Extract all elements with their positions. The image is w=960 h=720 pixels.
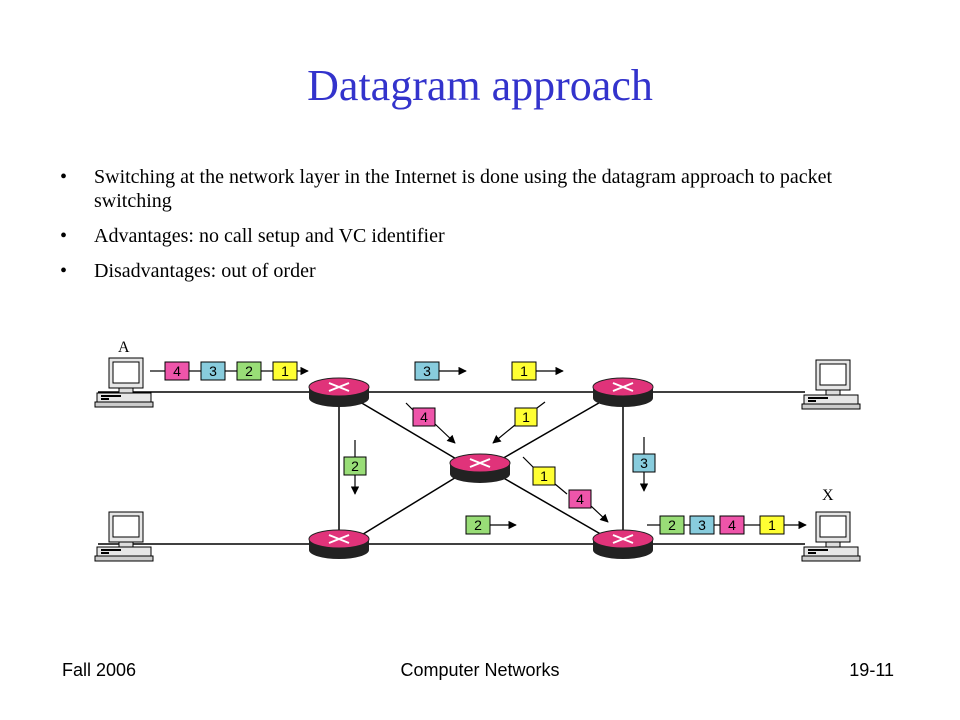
packet-number: 3 bbox=[640, 455, 648, 471]
packet: 1 bbox=[514, 407, 538, 427]
bullet-list: • Switching at the network layer in the I… bbox=[60, 165, 900, 294]
bullet-text: Disadvantages: out of order bbox=[94, 260, 316, 282]
packet: 2 bbox=[343, 456, 367, 476]
packet: 4 bbox=[164, 361, 190, 381]
packet: 3 bbox=[200, 361, 226, 381]
bullet-item: • Advantages: no call setup and VC identi… bbox=[60, 224, 900, 248]
router bbox=[592, 377, 654, 407]
computer-icon bbox=[94, 357, 154, 408]
bullet-text: Switching at the network layer in the In… bbox=[94, 166, 833, 212]
bullet-item: • Switching at the network layer in the I… bbox=[60, 165, 900, 213]
station-a-label: A bbox=[118, 339, 130, 356]
packet: 4 bbox=[719, 515, 745, 535]
link-r2-r3 bbox=[499, 399, 605, 461]
bullet-dot: • bbox=[60, 225, 68, 247]
router bbox=[592, 529, 654, 559]
packet: 3 bbox=[414, 361, 440, 381]
footer-course: Computer Networks bbox=[400, 660, 560, 680]
link-r1-r3 bbox=[359, 401, 459, 461]
packet-number: 1 bbox=[768, 517, 776, 533]
packet-number: 3 bbox=[423, 363, 431, 379]
footer-date: Fall 2006 bbox=[62, 660, 137, 680]
packet-number: 1 bbox=[281, 363, 289, 379]
computer-icon bbox=[801, 359, 861, 410]
packet-number: 2 bbox=[474, 517, 482, 533]
packet-number: 4 bbox=[420, 409, 428, 425]
bullet-text: Advantages: no call setup and VC identif… bbox=[94, 225, 445, 247]
bullet-item: • Disadvantages: out of order bbox=[60, 259, 900, 283]
packet: 1 bbox=[272, 361, 298, 381]
datagram-network-diagram: A X 4 3 2 1 3 1 4 1 bbox=[94, 339, 861, 562]
packet-number: 4 bbox=[576, 491, 584, 507]
packet-number: 2 bbox=[245, 363, 253, 379]
router bbox=[308, 377, 370, 407]
packet-number: 1 bbox=[520, 363, 528, 379]
computer-icon bbox=[94, 511, 154, 562]
packet-number: 4 bbox=[173, 363, 181, 379]
packet: 4 bbox=[412, 407, 436, 427]
packet-number: 2 bbox=[668, 517, 676, 533]
packet: 4 bbox=[568, 489, 592, 509]
slide-title: Datagram approach bbox=[307, 61, 653, 110]
packet: 3 bbox=[632, 453, 656, 473]
packet: 2 bbox=[465, 515, 491, 535]
packet: 1 bbox=[511, 361, 537, 381]
packet-number: 4 bbox=[728, 517, 736, 533]
footer-slide-number: 19-11 bbox=[849, 660, 894, 680]
station-x-label: X bbox=[822, 487, 834, 504]
packet-number: 2 bbox=[351, 458, 359, 474]
packet: 1 bbox=[532, 466, 556, 486]
packet: 1 bbox=[759, 515, 785, 535]
link-r3-r4 bbox=[359, 475, 459, 537]
router bbox=[308, 529, 370, 559]
packet: 2 bbox=[236, 361, 262, 381]
bullet-dot: • bbox=[60, 260, 68, 282]
packet: 3 bbox=[689, 515, 715, 535]
router bbox=[449, 453, 511, 483]
bullet-dot: • bbox=[60, 166, 68, 188]
packet-number: 3 bbox=[698, 517, 706, 533]
packet-number: 1 bbox=[540, 468, 548, 484]
link-r3-r5 bbox=[499, 475, 605, 537]
packet: 2 bbox=[659, 515, 685, 535]
packet-number: 3 bbox=[209, 363, 217, 379]
packet-number: 1 bbox=[522, 409, 530, 425]
computer-icon bbox=[801, 511, 861, 562]
